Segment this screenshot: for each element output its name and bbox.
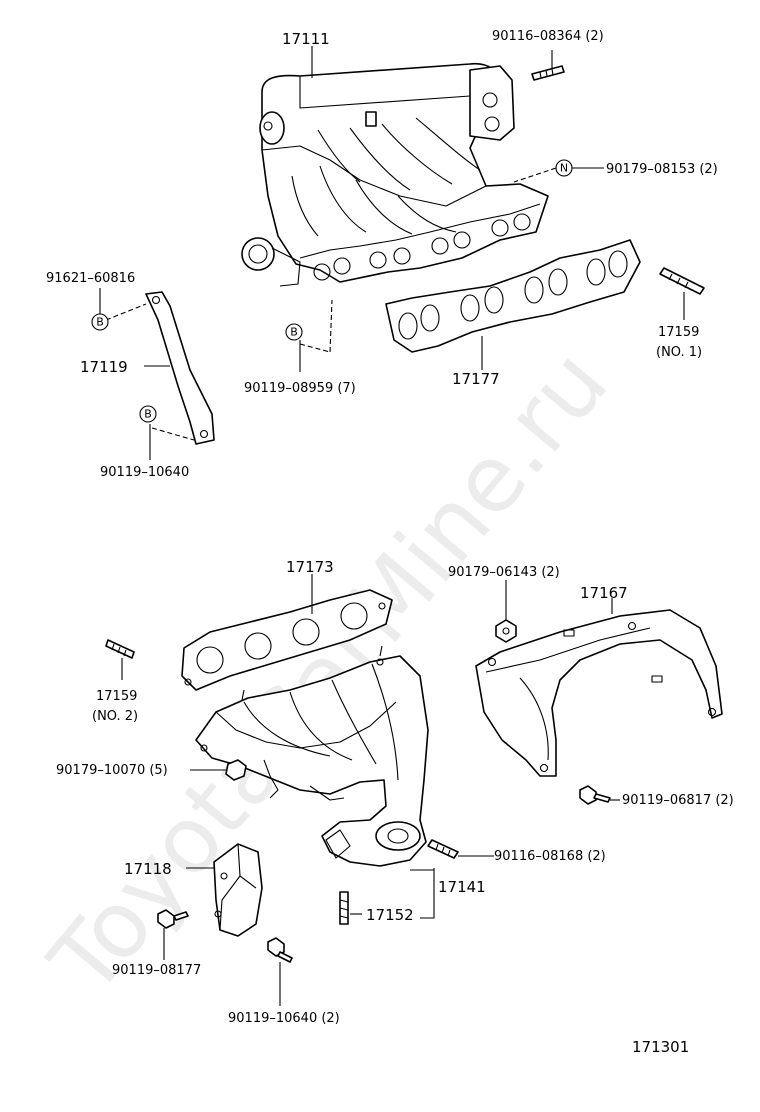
label-90179-08153: 90179–08153 (2) [606,162,718,177]
nut-90179-06143 [495,619,517,643]
label-90119-06817: 90119–06817 (2) [622,793,734,808]
gasket-17173 [181,589,393,691]
stud-17152 [339,891,349,925]
diagram-number: 171301 [632,1038,689,1056]
label-90119-10640-bottom: 90119–10640 (2) [228,1011,340,1026]
badge-b-90119-10640: B [139,405,157,423]
label-17173: 17173 [286,558,334,576]
badge-b-90119-10640-text: B [144,408,152,421]
intake-manifold-17111 [241,62,549,287]
nut-90179-10070 [225,759,247,781]
bolt-90119-10640-bottom [267,937,293,963]
label-17119: 17119 [80,358,128,376]
label-17159-no1-sub: (NO. 1) [656,345,702,360]
manifold-flange-outline [299,203,541,259]
label-90119-10640-top: 90119–10640 [100,465,189,480]
label-17111: 17111 [282,30,330,48]
label-90119-08959: 90119–08959 (7) [244,381,356,396]
badge-b-91621: B [91,313,109,331]
label-90116-08168: 90116–08168 (2) [494,849,606,864]
label-90179-10070: 90179–10070 (5) [56,763,168,778]
stud-90116-08168 [427,839,459,859]
label-90179-06143: 90179–06143 (2) [448,565,560,580]
part-labels: 17111 90116–08364 (2) 90179–08153 (2) 91… [46,29,734,1056]
label-17152: 17152 [366,906,414,924]
stud-90116-08364 [531,65,565,81]
label-17159-no2: 17159 [96,689,137,704]
heat-insulator-17167 [475,609,723,777]
label-17177: 17177 [452,370,500,388]
gasket-17177 [385,239,641,353]
stud-17159-no1 [659,267,705,295]
label-17167: 17167 [580,584,628,602]
label-17159-no2-sub: (NO. 2) [92,709,138,724]
badge-b-90119-08959-text: B [290,326,298,339]
stud-17159-no2 [105,639,135,659]
leader-lines [99,46,685,1006]
label-17159-no1: 17159 [658,325,699,340]
bolt-90119-06817 [579,785,611,805]
label-90116-08364: 90116–08364 (2) [492,29,604,44]
label-17141: 17141 [438,878,486,896]
badge-b-90119-08959: B [285,323,303,341]
badge-n: N [555,159,573,177]
bracket-17118 [213,843,263,937]
exhaust-manifold-17141 [195,645,429,867]
badge-b-91621-text: B [96,316,104,329]
label-17118: 17118 [124,860,172,878]
stay-17119 [145,291,215,445]
badge-n-text: N [560,162,568,175]
label-90119-08177: 90119–08177 [112,963,201,978]
bolt-90119-08177 [157,909,189,929]
label-91621-60816: 91621–60816 [46,271,135,286]
